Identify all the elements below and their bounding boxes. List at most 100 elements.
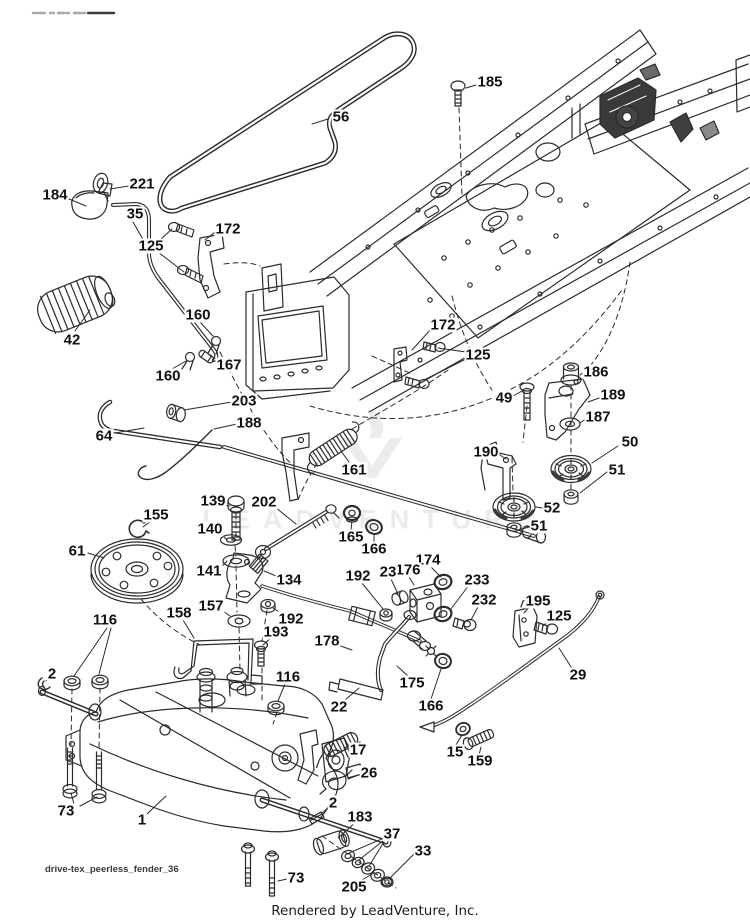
diagram-filename: drive-tex_peerless_fender_36 bbox=[45, 864, 179, 875]
renderer-credit: Rendered by LeadVenture, Inc. bbox=[271, 903, 479, 919]
washers-37 bbox=[340, 849, 376, 875]
part-callout-52: 52 bbox=[542, 499, 562, 517]
frame-assembly bbox=[245, 29, 750, 413]
bolt-185 bbox=[450, 80, 466, 107]
part-callout-35: 35 bbox=[125, 205, 145, 223]
bracket-172-left bbox=[197, 233, 225, 299]
part-callout-29: 29 bbox=[568, 666, 588, 684]
part-callout-195: 195 bbox=[524, 592, 552, 610]
part-callout-192: 192 bbox=[277, 610, 305, 628]
watermark-logo bbox=[342, 410, 402, 478]
part-callout-134: 134 bbox=[275, 571, 303, 589]
part-callout-203: 203 bbox=[230, 392, 258, 410]
washer-15 bbox=[455, 721, 471, 737]
part-callout-184: 184 bbox=[41, 186, 69, 204]
washer-174 bbox=[433, 573, 453, 591]
part-callout-141: 141 bbox=[195, 562, 223, 580]
bolts-125-middle bbox=[404, 341, 446, 390]
bolts-125-left bbox=[167, 221, 204, 284]
part-callout-193: 193 bbox=[262, 623, 290, 641]
part-callout-167: 167 bbox=[215, 356, 243, 374]
part-callout-187: 187 bbox=[584, 408, 612, 426]
part-callout-139: 139 bbox=[199, 492, 227, 510]
rod-178 bbox=[260, 584, 422, 643]
part-callout-159: 159 bbox=[466, 752, 494, 770]
belt-56 bbox=[157, 31, 417, 214]
part-callout-22: 22 bbox=[329, 698, 349, 716]
part-callout-166: 166 bbox=[417, 697, 445, 715]
bushing-203 bbox=[166, 403, 186, 423]
part-callout-50: 50 bbox=[620, 433, 640, 451]
bolts-73-left bbox=[62, 747, 107, 804]
part-callout-116: 116 bbox=[91, 611, 119, 629]
washer-205 bbox=[370, 868, 385, 882]
part-callout-155: 155 bbox=[142, 506, 170, 524]
part-callout-192: 192 bbox=[344, 567, 372, 585]
washer-166-lower bbox=[434, 652, 452, 670]
part-callout-183: 183 bbox=[346, 808, 374, 826]
part-callout-17: 17 bbox=[348, 741, 368, 759]
part-callout-160: 160 bbox=[154, 367, 182, 385]
part-callout-205: 205 bbox=[340, 878, 368, 896]
nut-51-upper bbox=[563, 489, 579, 505]
part-callout-125: 125 bbox=[545, 607, 573, 625]
part-callout-2: 2 bbox=[327, 794, 339, 812]
part-callout-42: 42 bbox=[62, 331, 82, 349]
washer-187 bbox=[559, 417, 581, 431]
part-callout-158: 158 bbox=[165, 604, 193, 622]
part-callout-2: 2 bbox=[46, 665, 58, 683]
part-callout-233: 233 bbox=[463, 571, 491, 589]
bracket-158 bbox=[173, 638, 263, 685]
nut-51-lower bbox=[506, 522, 522, 538]
part-callout-188: 188 bbox=[235, 414, 263, 432]
part-callout-160: 160 bbox=[184, 306, 212, 324]
engine-mount bbox=[599, 63, 720, 143]
part-callout-37: 37 bbox=[382, 825, 402, 843]
bushing-23 bbox=[391, 590, 409, 606]
part-callout-178: 178 bbox=[313, 632, 341, 650]
washer-157 bbox=[227, 614, 251, 628]
part-callout-140: 140 bbox=[196, 520, 224, 538]
part-callout-73: 73 bbox=[286, 869, 306, 887]
spring-161 bbox=[306, 421, 360, 474]
spring-17 bbox=[315, 731, 359, 769]
part-callout-64: 64 bbox=[94, 427, 114, 445]
spacer-186 bbox=[560, 362, 582, 386]
part-callout-61: 61 bbox=[67, 542, 87, 560]
part-callout-125: 125 bbox=[137, 237, 165, 255]
transaxle-1 bbox=[37, 666, 392, 848]
bracket-172-middle bbox=[393, 346, 408, 383]
part-callout-49: 49 bbox=[494, 389, 514, 407]
part-callout-26: 26 bbox=[359, 764, 379, 782]
wire-188 bbox=[137, 429, 213, 481]
bracket-189 bbox=[544, 378, 591, 441]
part-callout-172: 172 bbox=[429, 316, 457, 334]
part-callout-185: 185 bbox=[476, 73, 504, 91]
washer-140 bbox=[219, 534, 243, 546]
nut-192-center bbox=[260, 598, 276, 614]
shift-rod-29 bbox=[419, 590, 605, 733]
bolt-193 bbox=[253, 640, 269, 667]
key-2-bottom bbox=[308, 811, 325, 825]
washer-166-upper bbox=[365, 519, 383, 535]
part-callout-172: 172 bbox=[214, 220, 242, 238]
spring-26 bbox=[319, 769, 353, 795]
pulley-52 bbox=[492, 492, 536, 522]
part-callout-232: 232 bbox=[470, 591, 498, 609]
part-callout-161: 161 bbox=[340, 461, 368, 479]
pulley-61 bbox=[90, 538, 184, 604]
part-callout-23: 23 bbox=[378, 563, 398, 581]
bracket-134 bbox=[225, 552, 264, 604]
lever-175 bbox=[328, 609, 437, 701]
nut-192-right bbox=[379, 608, 393, 622]
part-callout-166: 166 bbox=[360, 540, 388, 558]
cap-184 bbox=[71, 182, 113, 220]
idler-bracket bbox=[281, 432, 310, 502]
bolts-73-bottom bbox=[240, 842, 280, 897]
part-callout-125: 125 bbox=[464, 346, 492, 364]
part-callout-56: 56 bbox=[331, 108, 351, 126]
washer-233 bbox=[433, 605, 453, 623]
